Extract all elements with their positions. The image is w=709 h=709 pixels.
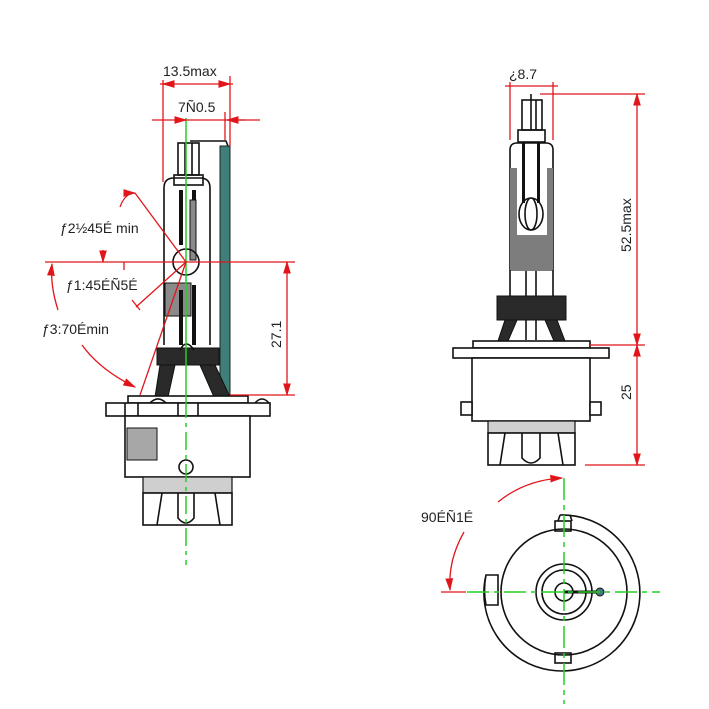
- base-body: [471, 357, 591, 422]
- dim-offset: 7Ñ0.5: [178, 99, 216, 115]
- seal-mesh: [156, 347, 220, 366]
- angle-1-label: ƒ1:45ÉÑ5É: [66, 277, 138, 293]
- dim-diameter: ¿8.7: [509, 66, 537, 82]
- glass-tube: [163, 177, 211, 345]
- dim-width-max: 13.5max: [163, 63, 217, 79]
- dim-length-max: 52.5max: [618, 198, 634, 252]
- side-view: 13.5max 7Ñ0.5 ƒ2½45É min ƒ1:45ÉÑ5É ƒ3:70…: [42, 63, 295, 565]
- outer-ring: [483, 514, 641, 672]
- dim-height: 27.1: [268, 321, 284, 348]
- bottom-view: 90ÉÑ1É: [421, 474, 660, 704]
- return-lead: [219, 145, 231, 396]
- dimension-lines: [45, 76, 295, 397]
- angle-label: 90ÉÑ1É: [421, 509, 473, 525]
- flange: [105, 402, 271, 417]
- seal-mesh: [496, 295, 567, 321]
- flange: [452, 347, 610, 359]
- dim-base: 25: [618, 384, 634, 400]
- angle-3-label: ƒ3:70Émin: [42, 321, 109, 337]
- front-view: ¿8.7 52.5max 25: [452, 66, 645, 467]
- angle-2-label: ƒ2½45É min: [60, 220, 139, 236]
